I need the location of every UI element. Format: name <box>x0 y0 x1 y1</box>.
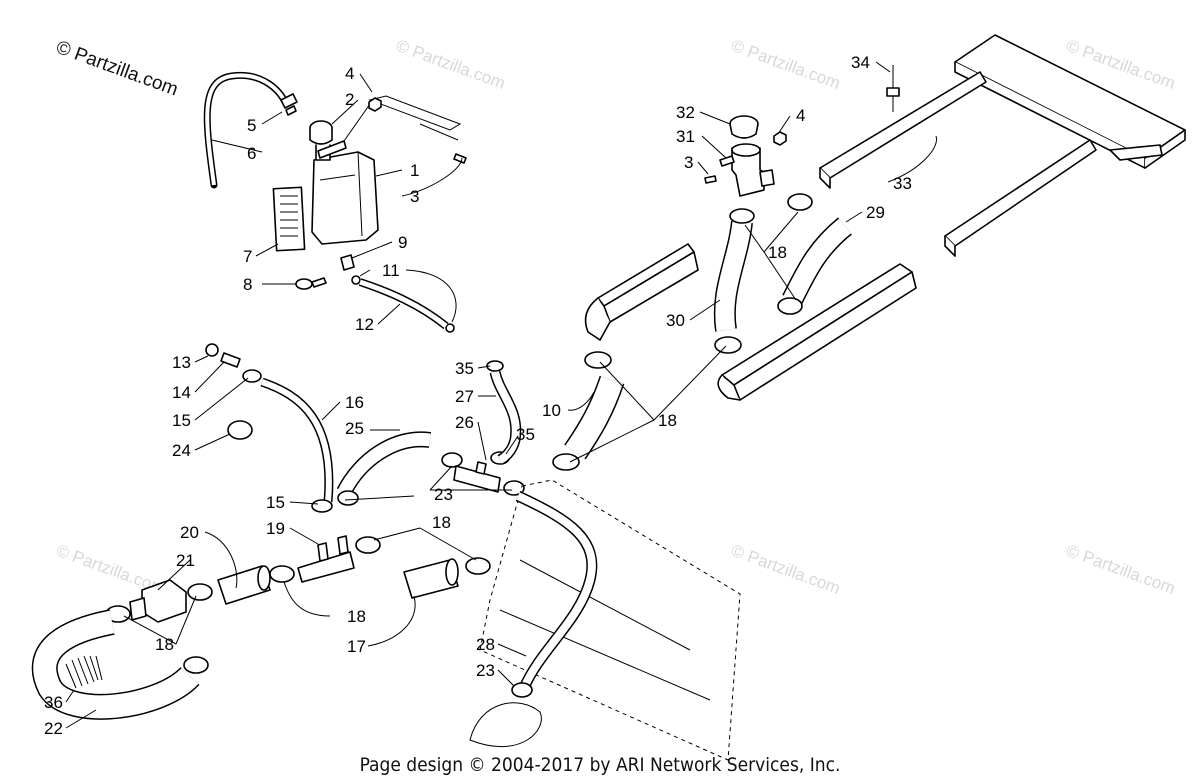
partzilla-watermark: © Partzilla.com <box>729 36 843 93</box>
callout-6-hose: 6 <box>247 144 256 163</box>
callout-16-hose: 16 <box>345 393 364 412</box>
callout-35-clamp-right: 35 <box>516 425 535 444</box>
callout-23-clamp-lower: 23 <box>476 661 495 680</box>
callout-15-clamp: 15 <box>172 411 191 430</box>
callout-32-cap: 32 <box>676 103 695 122</box>
overflow-tank-assembly <box>203 71 467 333</box>
callout-2-cap: 2 <box>345 90 354 109</box>
partzilla-watermark: © Partzilla.com <box>1064 541 1178 598</box>
callout-1-tank: 1 <box>410 161 419 180</box>
partzilla-watermark: © Partzilla.com <box>729 541 843 598</box>
callout-13-cap: 13 <box>172 353 191 372</box>
callout-30-hose: 30 <box>666 311 685 330</box>
page-footer-copyright: Page design © 2004-2017 by ARI Network S… <box>359 754 841 776</box>
callout-3-bolt: 3 <box>410 187 419 206</box>
callouts: 4 2 5 6 1 3 7 9 8 11 12 34 32 4 31 3 33 … <box>44 53 912 738</box>
callout-4-nut: 4 <box>345 64 354 83</box>
callout-27-hose: 27 <box>455 387 474 406</box>
callout-23-clamp: 23 <box>434 485 453 504</box>
callout-36-spring: 36 <box>44 693 63 712</box>
callout-22-hose: 22 <box>44 719 63 738</box>
partzilla-watermark-main: © Partzilla.com <box>53 37 180 101</box>
callout-8-clamp: 8 <box>243 275 252 294</box>
callout-9-fitting: 9 <box>398 233 407 252</box>
callout-14-fitting: 14 <box>172 383 191 402</box>
callout-10-hose: 10 <box>542 401 561 420</box>
callout-20-hose: 20 <box>180 523 199 542</box>
callout-4-nut-right: 4 <box>796 106 805 125</box>
callout-19-tee: 19 <box>266 519 285 538</box>
callout-15-clamp-lower: 15 <box>266 493 285 512</box>
callout-28-hose: 28 <box>476 635 495 654</box>
callout-18-clamp-left: 18 <box>155 635 174 654</box>
callout-18-clamp-middle: 18 <box>658 411 677 430</box>
callout-5-fitting: 5 <box>247 116 256 135</box>
callout-21-outlet: 21 <box>176 551 195 570</box>
callout-11-clamp: 11 <box>382 261 400 280</box>
callout-31-filler-neck: 31 <box>676 127 695 146</box>
partzilla-watermark: © Partzilla.com <box>394 36 508 93</box>
heat-exchanger-assembly <box>552 34 1186 471</box>
callout-18-clamp-upper: 18 <box>768 243 787 262</box>
leader-lines <box>65 61 937 729</box>
callout-17-hose: 17 <box>347 637 366 656</box>
callout-3-bolt-right: 3 <box>684 153 693 172</box>
callout-24-clip: 24 <box>172 441 191 460</box>
callout-35-clamp: 35 <box>455 359 474 378</box>
callout-34-bolt: 34 <box>851 53 870 72</box>
center-hose-assembly <box>31 343 741 761</box>
callout-18-clamp-bottom: 18 <box>347 607 366 626</box>
callout-12-hose: 12 <box>355 315 374 334</box>
callout-25-hose: 25 <box>345 419 364 438</box>
callout-33-frame: 33 <box>893 174 912 193</box>
callout-26-tee: 26 <box>455 413 474 432</box>
callout-7-label: 7 <box>243 247 252 266</box>
callout-18-clamp-center: 18 <box>432 513 451 532</box>
callout-29-hose: 29 <box>866 203 885 222</box>
